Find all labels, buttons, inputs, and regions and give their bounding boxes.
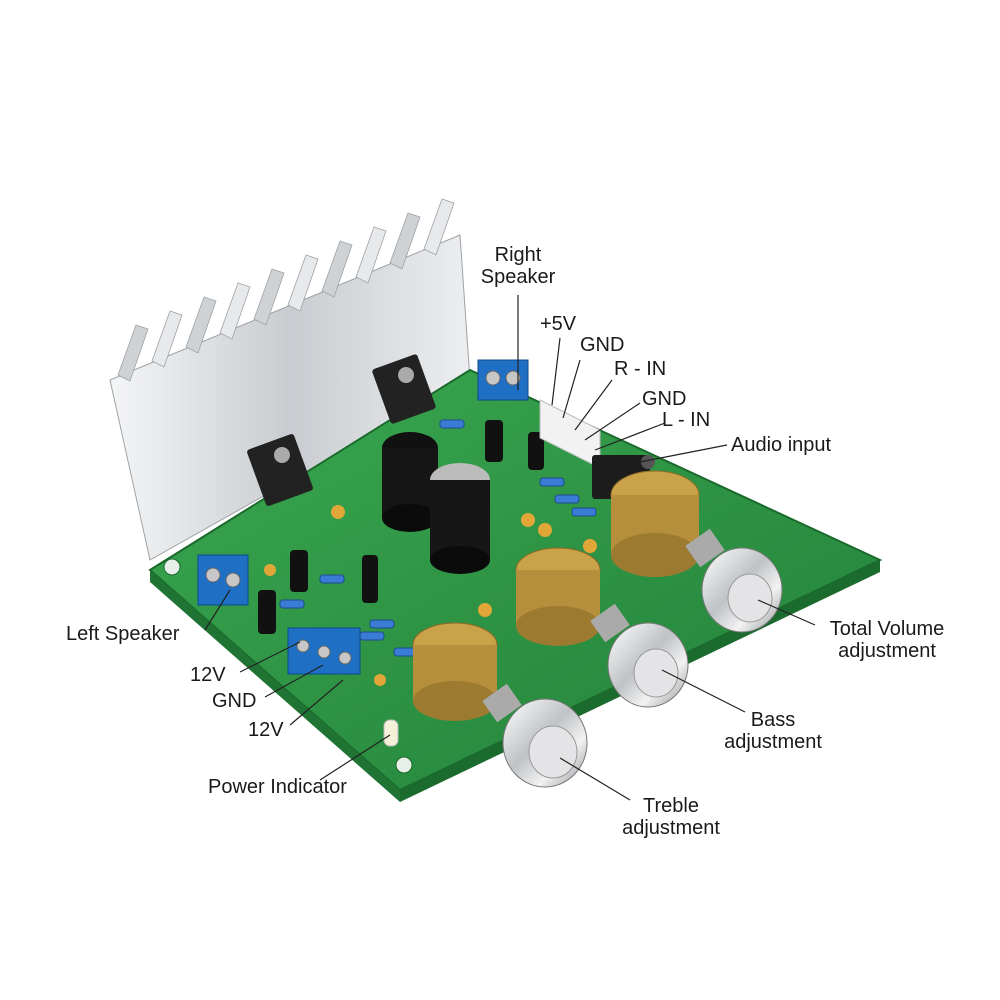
power-transistor: [372, 354, 436, 424]
gnd-power-label: GND: [212, 690, 257, 712]
capacitor: [362, 555, 378, 603]
capacitor: [528, 432, 544, 470]
capacitor: [382, 432, 438, 532]
volume-potentiometer: [610, 470, 700, 577]
treble-label: Treble adjustment: [606, 795, 736, 839]
power-terminal: [287, 627, 361, 675]
volume-knob: [685, 528, 783, 633]
heatsink-fin: [151, 310, 183, 368]
treble-potentiometer: [412, 622, 498, 721]
heatsink: [109, 198, 471, 561]
bass-label-line1: Bass: [750, 709, 796, 731]
heatsink-fin: [185, 296, 217, 354]
bass-knob: [590, 603, 689, 708]
l-in-label: L - IN: [662, 409, 711, 431]
gnd-mid-label: GND: [642, 388, 687, 410]
total-volume-label-line1: Total Volume: [829, 618, 945, 640]
total-volume-label-line2: adjustment: [838, 640, 936, 662]
capacitor: [430, 463, 490, 574]
heatsink-fin: [423, 198, 455, 256]
bass-potentiometer: [515, 547, 601, 646]
right-speaker-label: Right Speaker: [470, 244, 566, 288]
gnd-top-label: GND: [580, 334, 625, 356]
treble-label-line2: adjustment: [622, 817, 720, 839]
left-speaker-label: Left Speaker: [66, 623, 180, 645]
heatsink-fin: [287, 254, 319, 312]
heatsink-fin: [355, 226, 387, 284]
heatsink-fin: [219, 282, 251, 340]
heatsink-fin: [389, 212, 421, 270]
heatsink-fin: [321, 240, 353, 298]
heatsink-fin: [117, 324, 149, 382]
leader-lines: [204, 295, 816, 801]
total-volume-label: Total Volume adjustment: [812, 618, 962, 662]
plus5v-label: +5V: [540, 313, 577, 335]
treble-label-line1: Treble: [643, 795, 699, 817]
bass-label-line2: adjustment: [724, 731, 822, 753]
audio-input-label: Audio input: [731, 434, 832, 456]
right-speaker-terminal: [477, 359, 529, 401]
power-transistor: [247, 434, 313, 506]
r-in-label: R - IN: [614, 358, 667, 380]
power-indicator-label: Power Indicator: [208, 776, 347, 798]
capacitor: [290, 550, 308, 592]
capacitor: [485, 420, 503, 462]
bass-label: Bass adjustment: [708, 709, 838, 753]
right-speaker-label-line2: Speaker: [480, 266, 556, 288]
treble-knob: [482, 683, 588, 788]
v12-top-label: 12V: [190, 664, 226, 686]
power-led: [383, 719, 399, 747]
right-speaker-label-line1: Right: [494, 244, 542, 266]
ceramic-capacitors: [264, 505, 597, 686]
resistors: [279, 419, 597, 657]
capacitor: [258, 590, 276, 634]
heatsink-fin: [253, 268, 285, 326]
v12-bottom-label: 12V: [248, 719, 284, 741]
left-speaker-terminal: [197, 554, 249, 606]
